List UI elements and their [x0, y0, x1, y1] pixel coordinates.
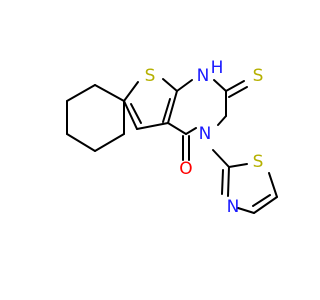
atom-label-s2: S — [253, 66, 264, 86]
atom-label-n1: N — [197, 66, 210, 86]
atom-label-s1: S — [145, 66, 156, 86]
thione-group — [225, 80, 248, 98]
atom-label-h1: H — [211, 58, 224, 78]
atom-label-o1: O — [179, 159, 192, 179]
atom-label-s3: S — [253, 152, 264, 172]
atom-label-n4: N — [227, 197, 240, 217]
cyclohexane-ring — [66, 84, 125, 152]
n-thiazole-bond — [212, 149, 230, 168]
thiazole-ring — [221, 163, 278, 214]
molecule-structure: S N H S N O S N — [66, 58, 278, 217]
carbonyl-group — [182, 135, 190, 161]
thiophene-ring — [123, 78, 178, 130]
atom-label-n3: N — [199, 124, 212, 144]
pyrimidine-ring — [167, 79, 227, 135]
